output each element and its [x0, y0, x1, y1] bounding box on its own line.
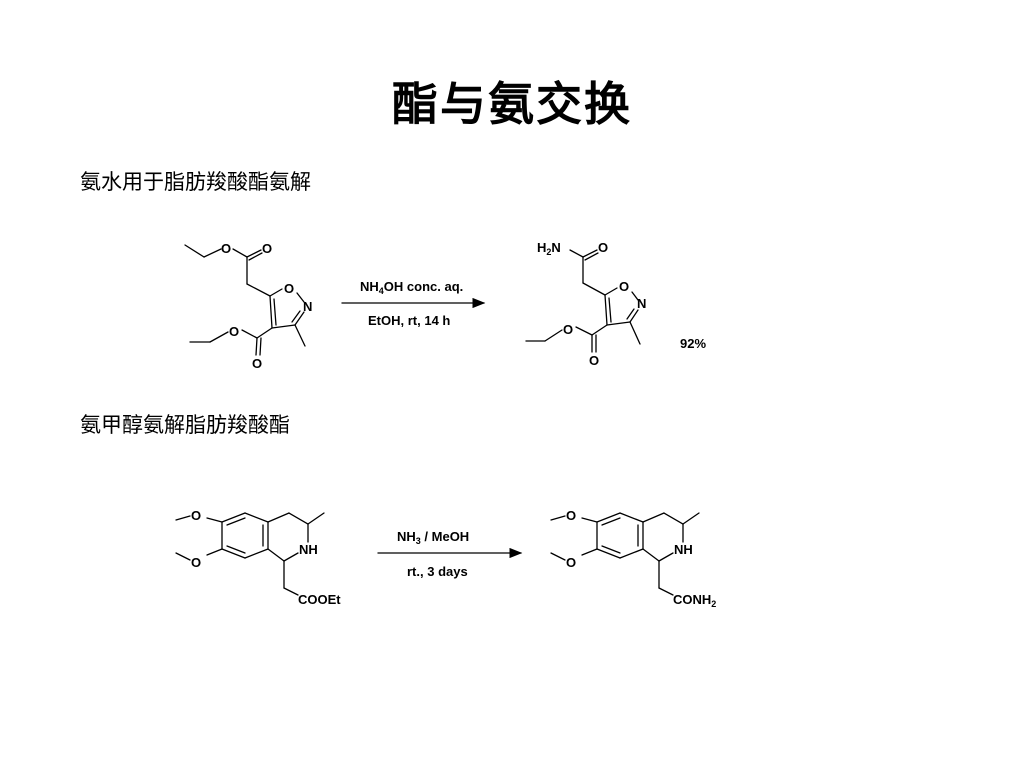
r1-pr-amide-oxygen: O	[598, 240, 609, 255]
r1-pr-ring-oxygen: O	[619, 279, 630, 294]
reaction1-starting-material-bonds	[184, 244, 306, 356]
r1-sm-ester-oxygen-bottom: O	[229, 324, 240, 339]
r2-sm-nh: NH	[299, 542, 318, 557]
reaction1-yield: 92%	[680, 336, 707, 351]
r2-pr-amide-group: CONH2	[673, 592, 717, 609]
reaction2-reagent: NH3 / MeOH	[397, 529, 470, 546]
r1-sm-carbonyl-oxygen-bottom: O	[252, 356, 263, 371]
r1-sm-ring-nitrogen: N	[303, 299, 313, 314]
r2-sm-methoxy-oxygen-1: O	[191, 508, 202, 523]
section-heading-aqueous-ammonia: 氨水用于脂肪羧酸酯氨解	[80, 170, 311, 194]
reaction1-reagent: NH4OH conc. aq.	[360, 279, 464, 296]
r2-pr-methoxy-oxygen-2: O	[566, 555, 577, 570]
reaction1-conditions: EtOH, rt, 14 h	[368, 313, 451, 328]
r1-pr-amide-nh2: H2N	[537, 240, 561, 257]
reaction2-conditions: rt., 3 days	[407, 564, 468, 579]
r1-sm-ring-oxygen: O	[284, 281, 295, 296]
r1-sm-ester-oxygen-top: O	[221, 241, 232, 256]
reaction1-product-bonds	[525, 249, 641, 353]
r1-sm-carbonyl-oxygen-top: O	[262, 241, 273, 256]
r2-sm-ester-group: COOEt	[298, 592, 341, 607]
r1-pr-ring-nitrogen: N	[637, 296, 647, 311]
r2-pr-nh: NH	[674, 542, 693, 557]
r1-pr-carbonyl-oxygen-bottom: O	[589, 353, 600, 368]
section-heading-methanolic-ammonia: 氨甲醇氨解脂肪羧酸酯	[80, 413, 290, 437]
reaction2-product-bonds	[550, 512, 700, 596]
slide-title: 酯与氨交换	[392, 77, 632, 131]
r1-pr-ester-oxygen-bottom: O	[563, 322, 574, 337]
r2-pr-methoxy-oxygen-1: O	[566, 508, 577, 523]
reaction2-starting-material-bonds	[175, 512, 325, 596]
r2-sm-methoxy-oxygen-2: O	[191, 555, 202, 570]
